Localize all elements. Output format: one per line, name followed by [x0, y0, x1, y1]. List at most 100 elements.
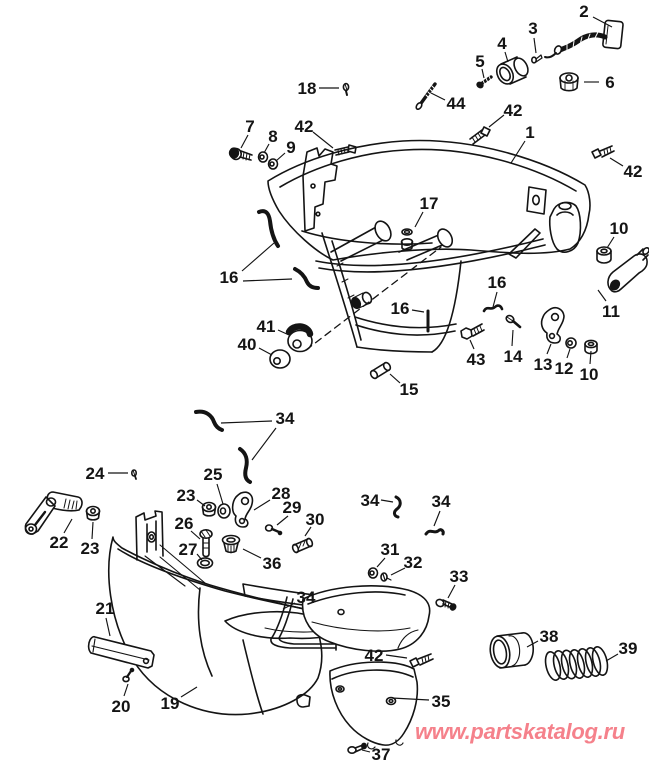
part-8-washer-drawing [257, 151, 269, 163]
callout-25: 25 [204, 465, 223, 484]
callout-5: 5 [475, 52, 484, 71]
callout-6: 6 [605, 73, 614, 92]
leader-line-4 [504, 51, 509, 63]
part-1-right-end-details-drawing [508, 186, 582, 259]
part-4-plug-drawing [495, 56, 529, 85]
callout-23: 23 [177, 486, 196, 505]
callout-42: 42 [624, 162, 643, 181]
callout-9: 9 [286, 138, 295, 157]
leader-line-8 [263, 143, 270, 154]
part-14-screw-drawing [505, 314, 522, 329]
callout-21: 21 [96, 599, 115, 618]
callout-22: 22 [50, 533, 69, 552]
leader-line-3 [533, 37, 537, 54]
leader-line-26 [190, 530, 201, 540]
part-17-adapter-plate-drawing [315, 220, 546, 273]
part-27-oring-drawing [196, 557, 214, 569]
part-16-hose-clips-drawing [257, 209, 504, 333]
callout-34: 34 [276, 409, 295, 428]
callout-19: 19 [161, 694, 180, 713]
callout-14: 14 [504, 347, 523, 366]
callout-33: 33 [450, 567, 469, 586]
leader-line-5 [481, 68, 485, 79]
leader-line-39 [605, 653, 619, 662]
leader-line-27 [196, 553, 203, 561]
callout-23: 23 [81, 539, 100, 558]
callout-36: 36 [263, 554, 282, 573]
leader-line-42 [312, 131, 334, 149]
part-44-bolt-drawing [415, 82, 437, 111]
callout-17: 17 [420, 194, 439, 213]
leader-line-32 [390, 567, 406, 576]
part-42-bolt-on-rim-drawing [334, 144, 357, 156]
leader-line-10 [589, 350, 592, 365]
leader-line-43 [469, 339, 475, 350]
callout-29: 29 [283, 498, 302, 517]
callout-35: 35 [432, 692, 451, 711]
callout-32: 32 [404, 553, 423, 572]
alignment-dashed-line [305, 246, 442, 351]
callout-20: 20 [112, 697, 131, 716]
part-9-nut-drawing [267, 158, 279, 170]
leader-line-14 [511, 329, 514, 347]
callout-7: 7 [245, 117, 254, 136]
callout-42: 42 [295, 117, 314, 136]
part-41-bushing-drawing [285, 323, 314, 353]
leader-line-16 [241, 242, 275, 272]
callout-leader-lines [63, 16, 624, 753]
leader-line-28 [253, 499, 271, 511]
part-42-bolt-right-drawing [591, 145, 615, 159]
part-1-exhaust-housing-drawing [267, 139, 591, 261]
callout-2: 2 [579, 2, 588, 21]
part-6-nut-drawing [559, 72, 579, 92]
part-31-washer-drawing [367, 567, 379, 579]
leader-line-19 [180, 686, 198, 698]
callout-3: 3 [528, 19, 537, 38]
leader-line-21 [105, 617, 111, 637]
callout-11: 11 [602, 302, 620, 321]
part-36-grommet-drawing [221, 534, 241, 554]
part-2-anode-drawing [544, 19, 624, 59]
leader-line-2 [592, 16, 613, 28]
callout-31: 31 [381, 540, 400, 559]
leader-line-34 [282, 602, 296, 610]
callout-10: 10 [580, 365, 599, 384]
leader-line-40 [258, 347, 273, 356]
leader-line-33 [447, 584, 456, 599]
leader-line-10 [606, 236, 615, 249]
leader-line-12 [566, 348, 571, 359]
part-20-screw-drawing [122, 667, 135, 683]
callout-34: 34 [432, 492, 451, 511]
part-29-screw-drawing [264, 524, 283, 536]
part-42-bolt-upper-mid-drawing [469, 126, 491, 145]
part-32-screw-drawing [380, 572, 392, 582]
leader-line-42 [488, 114, 505, 128]
leader-line-11 [597, 289, 607, 302]
part-10-nut-top-drawing [596, 246, 612, 264]
part-7-bolt-drawing [228, 147, 253, 161]
callout-30: 30 [306, 510, 325, 529]
callout-43: 43 [467, 350, 486, 369]
callout-42: 42 [365, 646, 384, 665]
part-23-nut-right-drawing [201, 501, 217, 517]
part-30-pin-drawing [291, 537, 314, 554]
callout-28: 28 [272, 484, 291, 503]
part-11-lever-drawing [607, 246, 649, 293]
part-42-bolt-bottom-drawing [409, 653, 434, 668]
callout-39: 39 [619, 639, 638, 658]
leader-line-20 [123, 683, 129, 697]
leader-line-23 [91, 521, 94, 540]
leader-line-13 [546, 343, 552, 355]
callout-12: 12 [555, 359, 574, 378]
callout-38: 38 [540, 627, 559, 646]
part-24-screw-drawing [131, 469, 138, 480]
leader-line-16 [492, 291, 498, 308]
callout-13: 13 [534, 355, 553, 374]
part-deflector-drawing [301, 585, 431, 652]
part-33-screw-drawing [435, 598, 457, 611]
part-25-washer-drawing [217, 503, 231, 519]
leader-line-42 [385, 654, 408, 659]
